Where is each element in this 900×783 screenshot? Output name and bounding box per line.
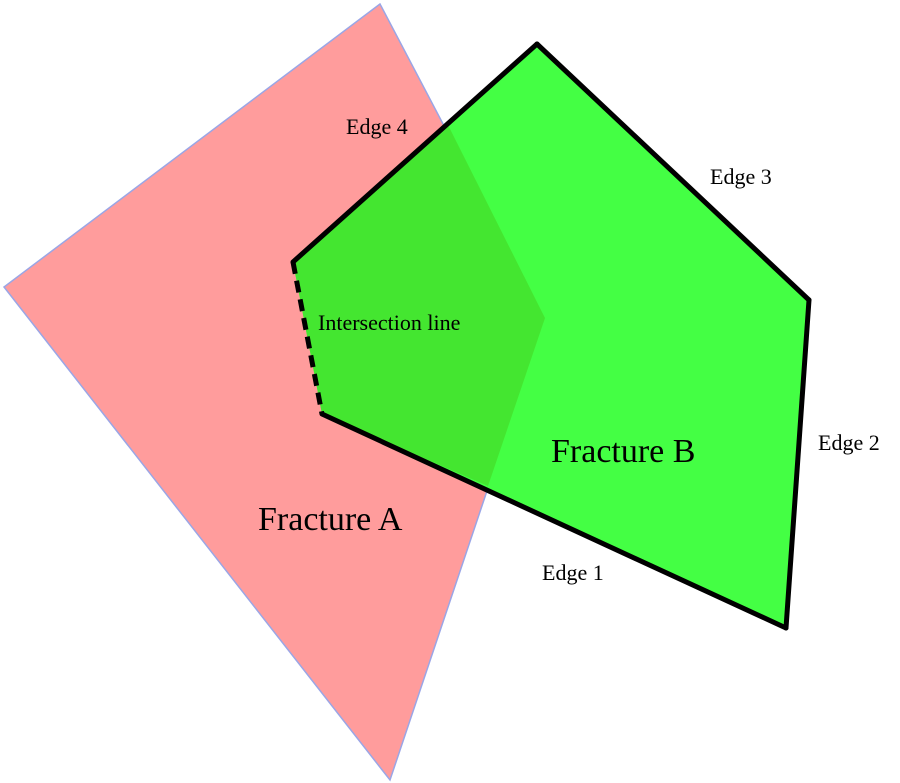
edge-2-label: Edge 2 — [818, 430, 880, 455]
fracture-b-label: Fracture B — [551, 433, 695, 470]
edge-1-line — [319, 411, 789, 631]
edge-4-label: Edge 4 — [346, 114, 408, 139]
intersection-line — [290, 261, 325, 415]
edge-2-line — [783, 297, 812, 631]
edge-1-label: Edge 1 — [542, 560, 604, 585]
fracture-a-label: Fracture A — [258, 501, 403, 538]
edge-4-line — [290, 41, 540, 265]
edge-3-line — [534, 41, 812, 303]
edge-3-label: Edge 3 — [710, 164, 772, 189]
intersection-line-label: Intersection line — [318, 310, 460, 335]
overlap-region — [293, 123, 545, 486]
